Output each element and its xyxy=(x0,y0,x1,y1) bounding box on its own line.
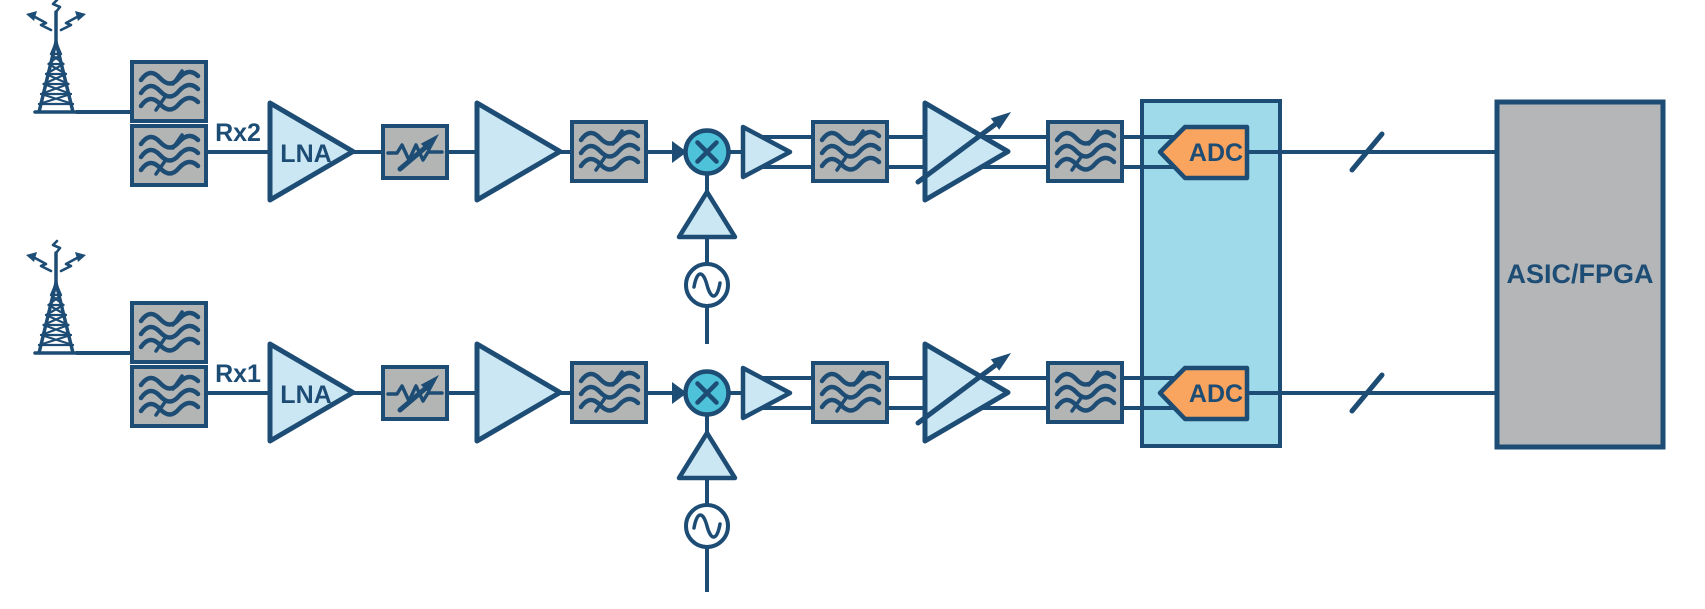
rx1-lo-buffer-amplifier-icon xyxy=(679,433,735,478)
rx2-antialias-bandpass-filter-icon xyxy=(1048,122,1122,181)
rx2-lo-buffer-amplifier-icon xyxy=(679,192,735,237)
rx2-bus-slash-icon xyxy=(1349,131,1385,173)
rx1-bus-slash-icon xyxy=(1349,372,1385,414)
rx1-mixer-icon xyxy=(686,372,729,415)
asic-fpga-label: ASIC/FPGA xyxy=(1506,259,1653,289)
rx2-label: Rx2 xyxy=(215,119,261,147)
rx2-if-bandpass-filter-icon xyxy=(813,122,887,181)
rx2-mixer-icon xyxy=(686,131,729,174)
rx1-rf-bandpass-filter-1-icon xyxy=(132,303,206,362)
rx1-if-bandpass-filter-icon xyxy=(813,363,887,422)
rx1-lna-label: LNA xyxy=(280,381,331,409)
rx1-variable-attenuator-icon xyxy=(383,367,447,419)
rx2-adc-label: ADC xyxy=(1189,139,1243,167)
rx1-local-oscillator-icon xyxy=(684,503,730,549)
rx2-variable-attenuator-icon xyxy=(383,126,447,178)
rx1-mixer-input-arrowhead-icon xyxy=(672,382,687,404)
rx2-local-oscillator-icon xyxy=(684,262,730,308)
rx1-label: Rx1 xyxy=(215,360,261,388)
asic-fpga-block xyxy=(1494,99,1666,450)
rx1-adc-label: ADC xyxy=(1189,380,1243,408)
rx1-single-to-diff-amplifier-icon xyxy=(743,368,790,418)
rx2-lna-label: LNA xyxy=(280,140,331,168)
rx2-gain-stage-amplifier-icon xyxy=(477,103,560,200)
rx1-rf-bandpass-filter-2-icon xyxy=(132,367,206,426)
rx2-rf-bandpass-filter-2-icon xyxy=(132,126,206,185)
rx2-variable-gain-amplifier-icon xyxy=(918,103,1011,200)
rx2-chain: Rx2 LNA ADC xyxy=(24,0,1497,344)
rx2-rf-bandpass-filter-1-icon xyxy=(132,62,206,121)
rx1-gain-stage-amplifier-icon xyxy=(477,344,560,441)
rx1-chain: Rx1 LNA ADC xyxy=(24,239,1497,592)
rx1-preselect-bandpass-filter-icon xyxy=(572,363,646,422)
rx1-antenna-icon xyxy=(24,239,88,355)
rx2-antenna-icon xyxy=(24,0,88,114)
rx1-variable-gain-amplifier-icon xyxy=(918,344,1011,441)
rx2-single-to-diff-amplifier-icon xyxy=(743,127,790,177)
rx1-antialias-bandpass-filter-icon xyxy=(1048,363,1122,422)
rx2-mixer-input-arrowhead-icon xyxy=(672,141,687,163)
rx2-preselect-bandpass-filter-icon xyxy=(572,122,646,181)
